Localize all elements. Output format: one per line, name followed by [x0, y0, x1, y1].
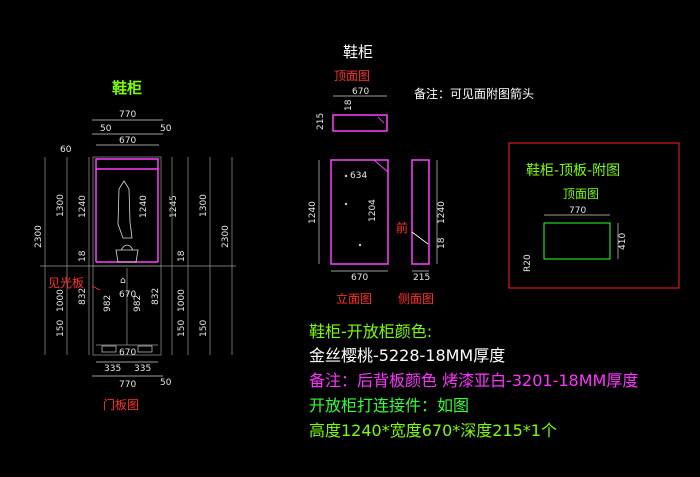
dim-670-top: 670 [119, 136, 136, 146]
left-cabinet: ⌂ [92, 156, 162, 356]
dim-832-right: 832 [151, 288, 161, 305]
dim-1240-mid: 1240 [139, 195, 149, 218]
dim-front-1240: 1240 [308, 201, 318, 224]
dim-50-right: 50 [160, 124, 172, 134]
dim-1000-left: 1000 [56, 289, 66, 312]
dim-982-b: 982 [133, 295, 143, 312]
dim-side-215: 215 [413, 273, 430, 283]
right-title: 鞋柜 [343, 43, 373, 61]
dim-770-bottom: 770 [119, 380, 136, 390]
note-line-0: 鞋柜-开放柜颜色: [309, 322, 432, 341]
side-caption: 侧面图 [398, 292, 434, 306]
dim-18-left: 18 [78, 250, 88, 262]
attach-rect [543, 222, 611, 260]
glyph-shelf: ⌂ [120, 276, 126, 286]
dim-770-top: 770 [119, 110, 136, 120]
dim-670-mid: 670 [119, 290, 136, 300]
dim-top-215: 215 [316, 113, 326, 130]
dim-150-right2: 150 [199, 320, 209, 337]
dim-1240-left: 1240 [78, 195, 88, 218]
attach-subtitle: 顶面图 [563, 187, 599, 201]
dim-front-1204: 1204 [368, 199, 378, 222]
dim-50-left: 50 [100, 124, 112, 134]
dim-side-18: 18 [437, 237, 447, 249]
dim-2300-left: 2300 [34, 225, 44, 248]
side-elevation-rect [411, 159, 430, 265]
dim-1300-left2: 1300 [56, 194, 66, 217]
front-mark: 前 [396, 220, 408, 235]
note-line-2: 备注：后背板颜色 烤漆亚白-3201-18MM厚度 [309, 371, 638, 390]
dim-front-670: 670 [351, 273, 368, 283]
attach-radius: R20 [523, 254, 533, 272]
attach-title: 鞋柜-顶板-附图 [526, 163, 620, 179]
dim-670-bottom: 670 [119, 348, 136, 358]
dim-982-a: 982 [103, 295, 113, 312]
dim-top-670: 670 [352, 87, 369, 97]
top-view-caption: 顶面图 [334, 69, 370, 83]
dim-1000-right: 1000 [177, 289, 187, 312]
note-line-3: 开放柜打连接件：如图 [309, 396, 469, 415]
coat-icon [117, 180, 133, 239]
dim-335-a: 335 [104, 364, 121, 374]
left-top-dims: 770 50 50 670 [92, 110, 172, 146]
dim-1300-right: 1300 [199, 194, 209, 217]
dim-150-right: 150 [177, 320, 187, 337]
front-caption: 立面图 [336, 291, 372, 306]
side-label-seen-panel: 见光板 [48, 276, 84, 290]
dim-150-left: 150 [56, 320, 66, 337]
attach-dim-d: 410 [618, 233, 628, 250]
left-title: 鞋柜 [112, 79, 142, 97]
handbag-icon [115, 244, 139, 263]
dim-18-right: 18 [177, 250, 187, 262]
left-dim-lines [40, 157, 236, 355]
note-line-4: 高度1240*宽度670*深度215*1个 [309, 421, 557, 440]
dim-1245: 1245 [169, 195, 179, 218]
dim-335-b: 335 [134, 364, 151, 374]
attach-dim-w: 770 [569, 206, 586, 216]
dim-front-634: 634 [350, 171, 367, 181]
dim-top-18: 18 [344, 99, 354, 111]
note-top: 备注：可见面附图箭头 [414, 86, 534, 101]
left-caption: 门板图 [103, 397, 139, 412]
top-view-rect [332, 114, 388, 132]
dim-832-left: 832 [78, 288, 88, 305]
note-line-1: 金丝樱桃-5228-18MM厚度 [309, 346, 505, 365]
attach-box: 鞋柜-顶板-附图 顶面图 770 410 R20 [508, 142, 680, 289]
dim-2300-right: 2300 [221, 225, 231, 248]
dim-60: 60 [60, 145, 72, 155]
dim-side-1240: 1240 [437, 201, 447, 224]
dim-50-bottom: 50 [160, 378, 172, 388]
front-elevation-rect [330, 159, 389, 265]
